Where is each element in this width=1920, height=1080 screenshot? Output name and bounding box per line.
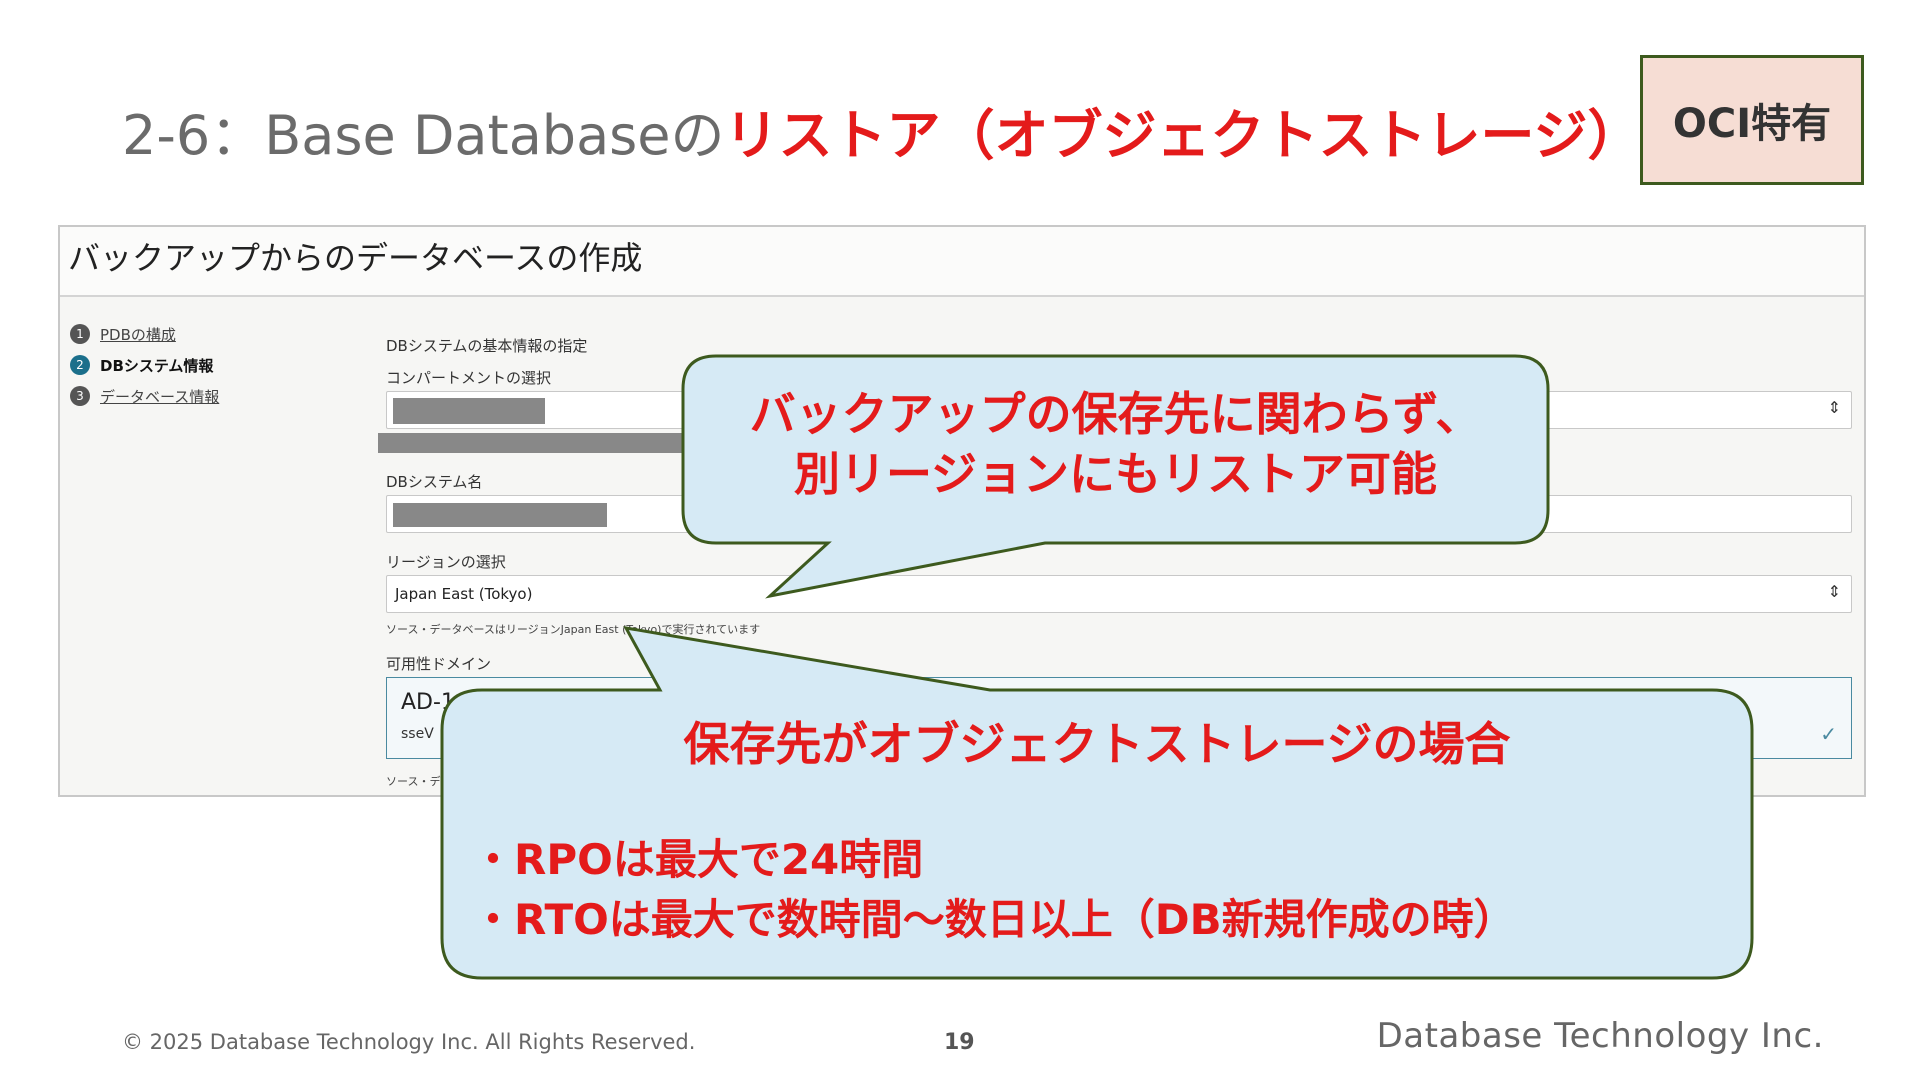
region-select[interactable]: Japan East (Tokyo) ⇕ bbox=[386, 575, 1852, 613]
compartment-label: コンパートメントの選択 bbox=[386, 369, 552, 387]
slide-title-prefix: 2-6：Base Databaseの bbox=[122, 104, 725, 167]
redacted-value bbox=[393, 398, 545, 424]
footer-copyright: © 2025 Database Technology Inc. All Righ… bbox=[122, 1030, 696, 1054]
wizard-step-dbsystem[interactable]: 2 DBシステム情報 bbox=[70, 350, 219, 380]
redacted-value bbox=[393, 503, 607, 527]
page-number: 19 bbox=[944, 1030, 975, 1055]
slide-title: 2-6：Base Databaseのリストア（オブジェクトストレージ） bbox=[122, 96, 1641, 176]
wizard-step-database[interactable]: 3 データベース情報 bbox=[70, 381, 219, 411]
step-label[interactable]: PDBの構成 bbox=[100, 325, 176, 344]
callout-bottom-bullets: ・RPOは最大で24時間 ・RTOは最大で数時間～数日以上（DB新規作成の時） bbox=[472, 830, 1516, 950]
ad-subtitle: sseV bbox=[401, 726, 434, 742]
availability-domain-label: 可用性ドメイン bbox=[386, 655, 492, 673]
dbsystem-name-label: DBシステム名 bbox=[386, 473, 483, 491]
callout-bottom-bubble bbox=[440, 626, 1754, 980]
region-label: リージョンの選択 bbox=[386, 553, 506, 571]
console-page-title: バックアップからのデータベースの作成 bbox=[60, 227, 1864, 297]
step-number-3: 3 bbox=[70, 386, 90, 406]
wizard-steps: 1 PDBの構成 2 DBシステム情報 3 データベース情報 bbox=[70, 319, 219, 412]
ad-help-text: ソース・デ bbox=[386, 775, 441, 788]
step-label: DBシステム情報 bbox=[100, 356, 214, 375]
select-arrows-icon: ⇕ bbox=[1827, 582, 1841, 601]
callout-bottom-heading: 保存先がオブジェクトストレージの場合 bbox=[683, 717, 1511, 771]
rto-bullet: ・RTOは最大で数時間～数日以上（DB新規作成の時） bbox=[472, 895, 1516, 944]
callout-top-bubble bbox=[681, 354, 1550, 599]
step-label[interactable]: データベース情報 bbox=[100, 387, 220, 406]
region-value: Japan East (Tokyo) bbox=[395, 585, 533, 603]
section-title: DBシステムの基本情報の指定 bbox=[386, 337, 588, 355]
redacted-breadcrumb bbox=[378, 433, 718, 453]
wizard-step-pdb[interactable]: 1 PDBの構成 bbox=[70, 319, 219, 349]
callout-top-line1: バックアップの保存先に関わらず、 bbox=[749, 387, 1482, 441]
check-icon: ✓ bbox=[1820, 722, 1837, 746]
step-number-1: 1 bbox=[70, 324, 90, 344]
slide-title-highlight: リストア（オブジェクトストレージ） bbox=[724, 104, 1642, 167]
callout-top-line2: 別リージョンにもリストア可能 bbox=[793, 447, 1438, 501]
region-help-text: ソース・データベースはリージョンJapan East (Tokyo)で実行されて… bbox=[386, 623, 761, 636]
step-number-2: 2 bbox=[70, 355, 90, 375]
company-logo: Database Technology Inc. bbox=[1376, 1016, 1824, 1056]
rpo-bullet: ・RPOは最大で24時間 bbox=[472, 835, 924, 884]
oci-badge: OCI特有 bbox=[1640, 55, 1864, 185]
select-arrows-icon: ⇕ bbox=[1827, 398, 1841, 417]
callout-top-text: バックアップの保存先に関わらず、 別リージョンにもリストア可能 bbox=[683, 384, 1548, 504]
